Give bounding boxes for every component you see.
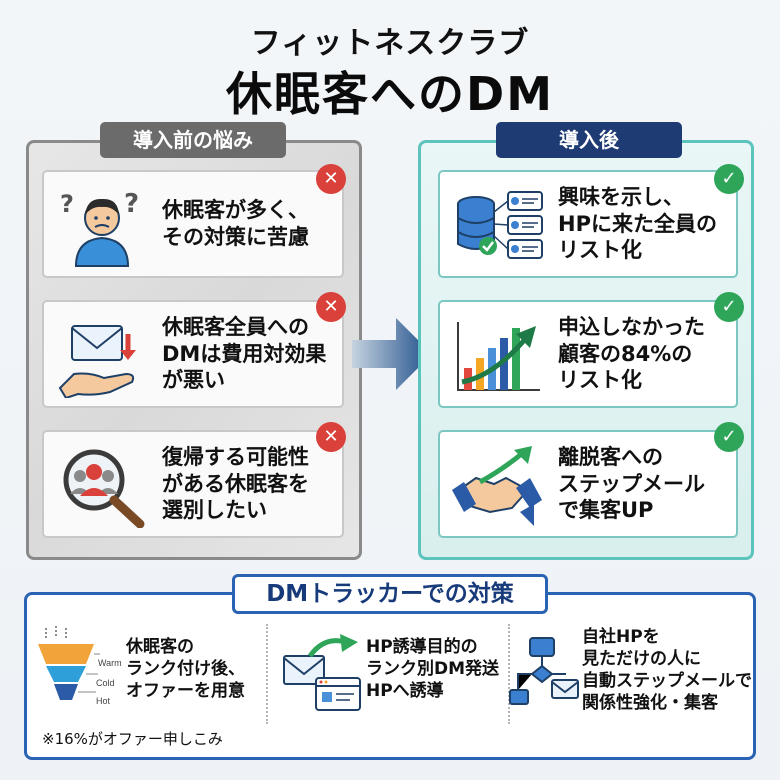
flowchart-mail-icon (509, 637, 579, 705)
funnel-label: Cold (96, 678, 115, 688)
card-line: がある休眠客を (162, 471, 309, 496)
card-line: 休眠客が多く、 (162, 198, 309, 223)
card-line: 離脱客への (558, 444, 663, 469)
funnel-icon (38, 626, 100, 700)
database-list-icon (457, 191, 543, 259)
card-line: で集客UP (558, 498, 654, 523)
svg-text:?: ? (60, 190, 74, 218)
divider (508, 624, 510, 724)
card-line: リスト化 (558, 368, 642, 393)
after-card: 申込しなかった 顧客の84%の リスト化 (438, 300, 738, 408)
measure-text: HP誘導目的の ランク別DM発送 HPへ誘導 (366, 637, 500, 702)
divider (266, 624, 268, 724)
magnifier-people-icon (63, 449, 145, 528)
card-line: 申込しなかった (558, 314, 705, 339)
after-label: 導入後 (496, 122, 682, 158)
before-card: ? ? 休眠客が多く、 その対策に苦慮 (42, 170, 344, 278)
mail-browser-icon (283, 634, 361, 711)
measure-text: 休眠客の ランク付け後、 オファーを用意 (126, 637, 245, 702)
handshake-megaphone-icon (452, 446, 542, 526)
cross-icon: ✕ (316, 164, 346, 194)
measures-title: DMトラッカーでの対策 (232, 574, 548, 614)
card-line: HPに来た全員の (558, 211, 717, 236)
card-line: 選別したい (162, 498, 267, 523)
after-card: 離脱客への ステップメール で集客UP (438, 430, 738, 538)
page-subtitle: フィットネスクラブ (250, 26, 530, 61)
card-line: 復帰する可能性 (162, 444, 309, 469)
after-card: 興味を示し、 HPに来た全員の リスト化 (438, 170, 738, 278)
card-line: が悪い (162, 368, 225, 393)
funnel-label: Hot (96, 696, 111, 706)
svg-text:?: ? (124, 189, 139, 219)
footnote: ※16%がオファー申しこみ (42, 730, 223, 748)
card-line: 休眠客全員への (162, 314, 309, 339)
card-line: ステップメール (558, 471, 705, 496)
mail-hand-icon (58, 325, 136, 398)
check-icon: ✓ (714, 292, 744, 322)
card-line: リスト化 (558, 238, 642, 263)
check-icon: ✓ (714, 422, 744, 452)
funnel-label: Warm (98, 658, 122, 668)
before-card: 復帰する可能性 がある休眠客を 選別したい (42, 430, 344, 538)
check-icon: ✓ (714, 164, 744, 194)
cross-icon: ✕ (316, 422, 346, 452)
card-line: 興味を示し、 (558, 184, 684, 209)
arrow-right-icon (352, 318, 432, 390)
page-title: 休眠客へのDM (226, 67, 554, 121)
measure-text: 自社HPを 見ただけの人に 自動ステップメールで 関係性強化・集客 (582, 627, 752, 714)
cross-icon: ✕ (316, 292, 346, 322)
card-line: DMは費用対効果 (162, 341, 327, 366)
bar-chart-growth-icon (457, 322, 540, 391)
card-line: 顧客の84%の (558, 341, 693, 366)
before-label: 導入前の悩み (100, 122, 286, 158)
card-line: その対策に苦慮 (162, 225, 309, 249)
confused-person-icon: ? ? (60, 189, 139, 267)
before-card: 休眠客全員への DMは費用対効果 が悪い (42, 300, 344, 408)
